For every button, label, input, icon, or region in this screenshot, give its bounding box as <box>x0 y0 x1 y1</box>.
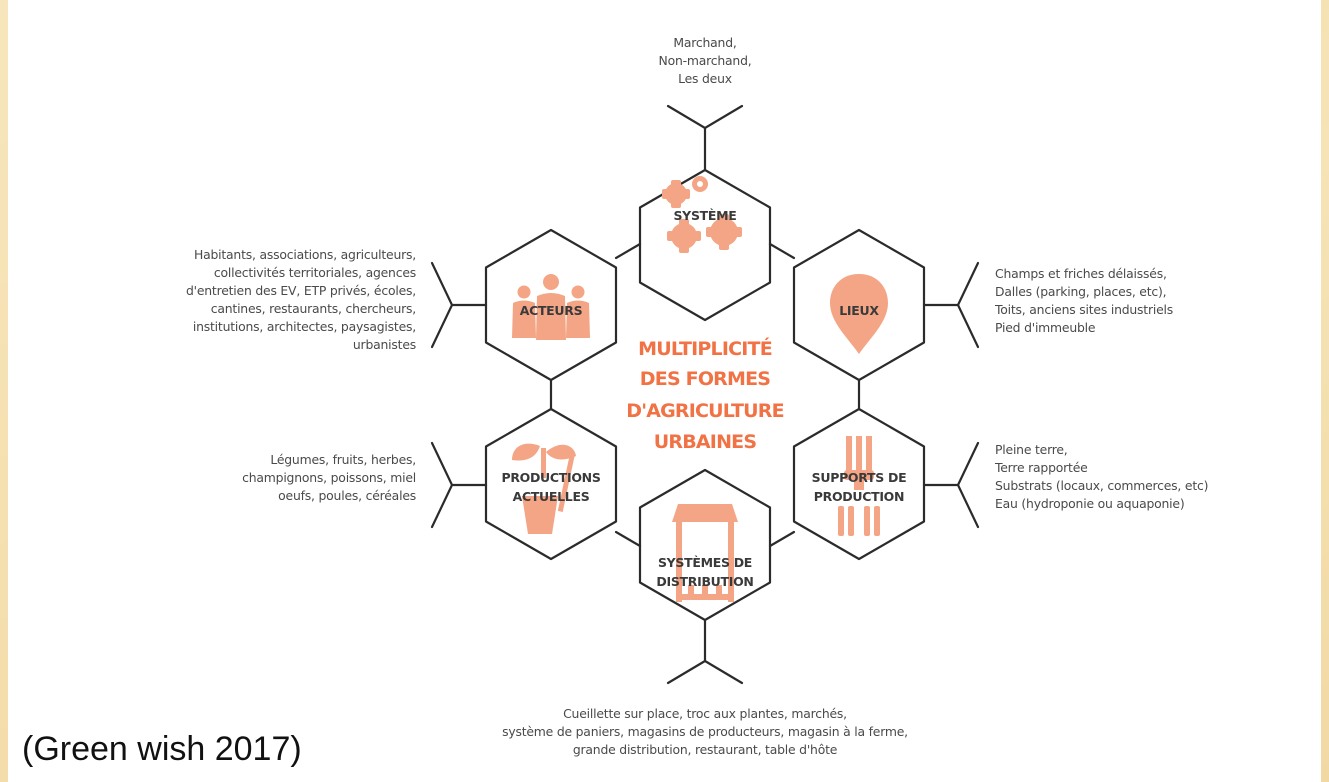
description-line: Dalles (parking, places, etc), <box>995 284 1167 299</box>
description-line: Substrats (locaux, commerces, etc) <box>995 478 1209 493</box>
hex-label-supports-1: SUPPORTS DE <box>812 470 907 485</box>
connector-systeme-out <box>666 104 744 172</box>
hex-label-productions-2: ACTUELLES <box>513 489 590 504</box>
hexagon-acteurs <box>484 228 618 382</box>
center-title-line-4: URBAINES <box>654 431 757 453</box>
diagram-panel <box>8 0 1321 782</box>
connector-systeme-lieux <box>768 242 796 260</box>
description-line: Toits, anciens sites industriels <box>995 302 1174 317</box>
description-line: Marchand, <box>673 35 737 50</box>
hexagon-systeme <box>638 168 772 322</box>
description-line: Habitants, associations, agriculteurs, <box>193 247 416 262</box>
description-supports: Pleine terre, Terre rapportée Substrats … <box>995 441 1208 513</box>
description-line: urbanistes <box>352 337 416 352</box>
hexagon-distribution <box>638 468 772 622</box>
description-line: d'entretien des EV, ETP privés, écoles, <box>185 283 416 298</box>
description-line: institutions, architectes, paysagistes, <box>192 319 416 334</box>
description-line: Pleine terre, <box>995 442 1068 457</box>
gears-icon <box>662 176 742 253</box>
hexagon-supports <box>792 407 926 561</box>
description-line: grande distribution, restaurant, table d… <box>572 742 838 757</box>
description-line: Champs et friches délaissés, <box>995 266 1167 281</box>
description-systeme: Marchand, Non-marchand, Les deux <box>605 34 805 88</box>
hex-label-acteurs: ACTEURS <box>520 303 583 318</box>
hex-label-distribution-1: SYSTÈMES DE <box>658 555 752 570</box>
connector-productions-out <box>430 441 488 529</box>
description-line: Eau (hydroponie ou aquaponie) <box>995 496 1185 511</box>
description-lieux: Champs et friches délaissés, Dalles (par… <box>995 265 1173 337</box>
description-line: Non-marchand, <box>658 53 752 68</box>
description-line: champignons, poissons, miel <box>242 470 416 485</box>
description-line: collectivités territoriales, agences <box>213 265 416 280</box>
fork-tools-icon <box>838 436 880 536</box>
description-line: Légumes, fruits, herbes, <box>270 452 416 467</box>
connector-distribution-out <box>666 618 744 685</box>
connector-supports-distribution <box>768 530 796 548</box>
hexagon-productions <box>484 407 618 561</box>
hexagon-lieux <box>792 228 926 382</box>
map-pin-icon <box>830 274 888 354</box>
description-line: Les deux <box>678 71 732 86</box>
hex-label-systeme: SYSTÈME <box>673 208 736 223</box>
hex-label-supports-2: PRODUCTION <box>814 489 904 504</box>
people-group-icon <box>512 274 590 340</box>
description-line: Terre rapportée <box>995 460 1088 475</box>
connector-systeme-acteurs <box>614 242 642 260</box>
description-productions: Légumes, fruits, herbes, champignons, po… <box>140 451 416 505</box>
plant-shovel-icon <box>512 443 576 534</box>
description-distribution: Cueillette sur place, troc aux plantes, … <box>455 705 955 759</box>
center-title-line-2: DES FORMES <box>640 368 770 390</box>
citation: (Green wish 2017) <box>22 730 302 768</box>
hex-label-productions-1: PRODUCTIONS <box>501 470 600 485</box>
description-acteurs: Habitants, associations, agriculteurs, c… <box>120 246 416 354</box>
center-title-line-1: MULTIPLICITÉ <box>638 337 772 360</box>
connector-supports-out <box>922 441 980 529</box>
description-line: cantines, restaurants, chercheurs, <box>210 301 416 316</box>
description-line: Cueillette sur place, troc aux plantes, … <box>563 706 847 721</box>
description-line: système de paniers, magasins de producte… <box>502 724 908 739</box>
center-title-line-3: D'AGRICULTURE <box>626 400 784 422</box>
description-line: oeufs, poules, céréales <box>278 488 416 503</box>
market-stall-icon <box>672 504 738 602</box>
hex-label-lieux: LIEUX <box>839 303 879 318</box>
connector-acteurs-out <box>430 261 488 349</box>
description-line: Pied d'immeuble <box>995 320 1096 335</box>
connector-distribution-productions <box>614 530 642 548</box>
connector-lieux-out <box>922 261 980 349</box>
hex-label-distribution-2: DISTRIBUTION <box>656 574 753 589</box>
